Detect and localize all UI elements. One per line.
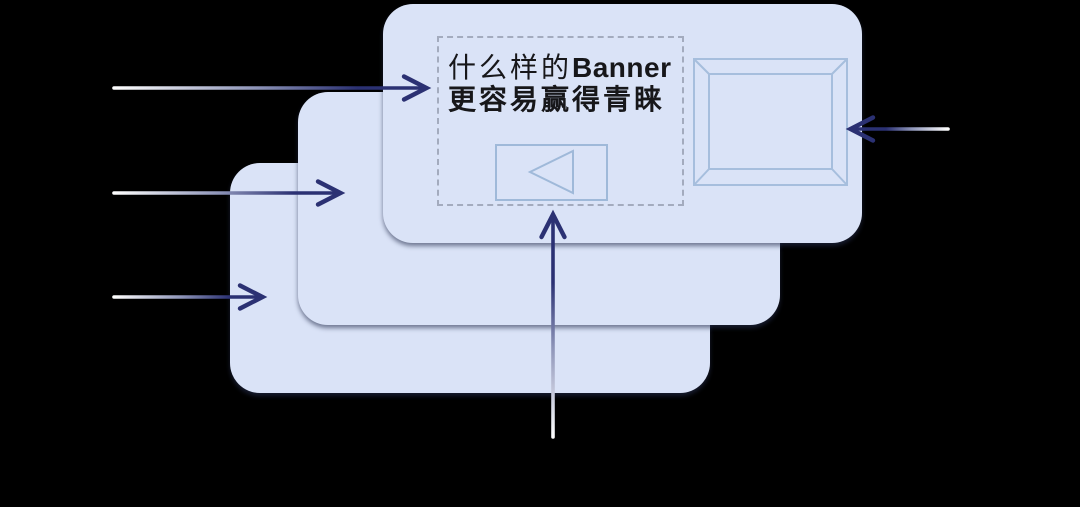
banner-heading-line2: 更容易赢得青睐 — [448, 84, 666, 115]
stacked-card-front: 什么样的Banner 更容易赢得青睐 — [383, 4, 862, 243]
heading-line1-regular: 什么样的 — [448, 52, 573, 83]
heading-line1-bold: Banner — [572, 52, 672, 83]
banner-content-dashed-box: 什么样的Banner 更容易赢得青睐 — [437, 36, 684, 206]
picture-frame-icon — [693, 58, 848, 186]
banner-heading-line1: 什么样的Banner — [448, 52, 671, 84]
banner-frame-wireframe — [693, 58, 848, 186]
arrow-to-banner-frame — [845, 115, 950, 143]
back-button-wireframe — [495, 144, 608, 201]
left-triangle-icon — [495, 144, 608, 201]
banner-heading: 什么样的Banner 更容易赢得青睐 — [448, 52, 671, 116]
